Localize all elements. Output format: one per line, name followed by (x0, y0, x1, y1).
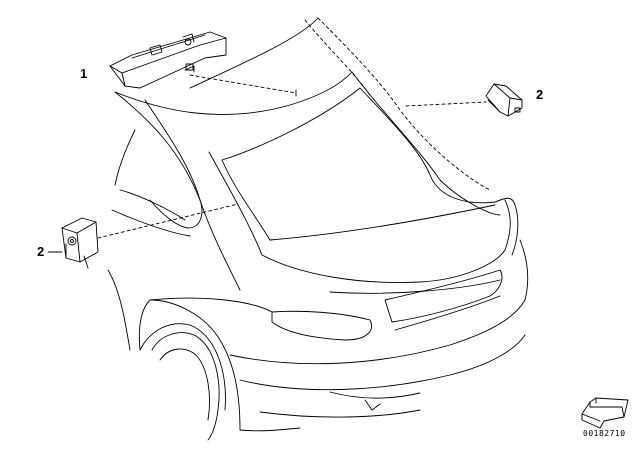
document-number: 00182710 (583, 429, 626, 438)
part-2-module-left (61, 217, 99, 269)
leader-line-2-left (97, 203, 239, 239)
car-body (107, 17, 529, 441)
leader-line-2-right (405, 101, 487, 107)
direction-arrow-icon (581, 397, 629, 429)
callout-number-2-left: 2 (37, 244, 45, 259)
callout-number-2-right: 2 (536, 87, 544, 102)
leader-line-1 (189, 74, 297, 94)
part-1-module (109, 31, 227, 89)
part-2-module-right (485, 83, 523, 117)
callout-number-1: 1 (80, 66, 88, 81)
